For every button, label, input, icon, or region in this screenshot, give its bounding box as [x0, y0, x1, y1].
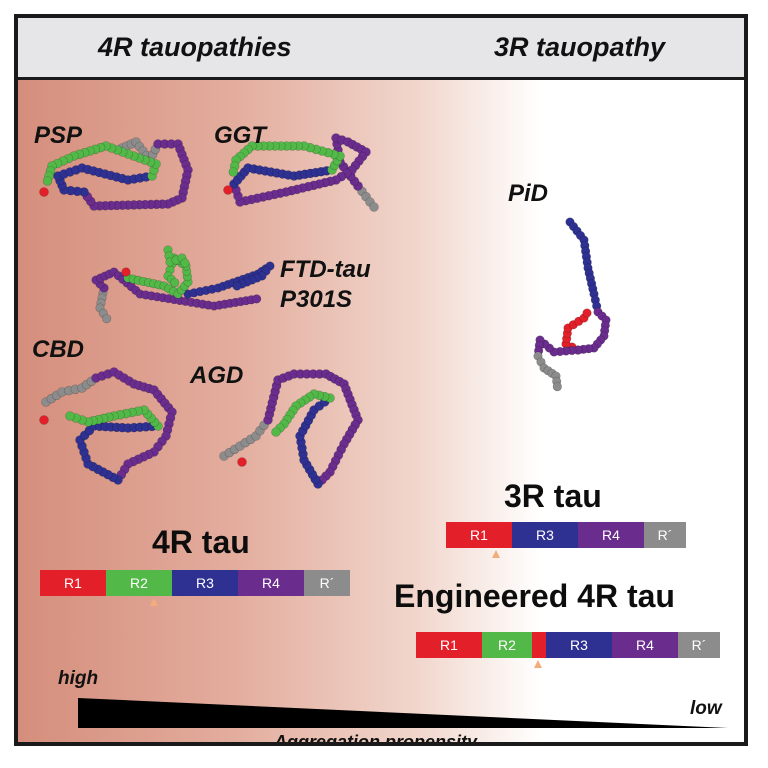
segment-r-prime: R´	[644, 522, 686, 548]
segment-r1: R1	[40, 570, 106, 596]
title-4r-tau: 4R tau	[152, 524, 250, 560]
label-low: low	[690, 698, 722, 719]
segment-r2: R2	[482, 632, 532, 658]
label-psp: PSP	[34, 122, 83, 149]
label-ggt: GGT	[214, 122, 266, 149]
figure-frame: 4R tauopathies 3R tauopathy PSP GGT FTD-…	[14, 14, 748, 746]
header-4r-tauopathies: 4R tauopathies	[98, 32, 292, 62]
segment-r1-insert	[532, 632, 546, 658]
label-p301s: P301S	[280, 286, 353, 313]
bar-engineered-4r-tau: R1 R2 R3 R4 R´	[416, 632, 720, 658]
title-3r-tau: 3R tau	[504, 478, 602, 514]
psp-fibril	[39, 137, 193, 211]
content-panel: PSP GGT FTD-tau P301S CBD AGD PiD 4R tau…	[18, 80, 744, 746]
marker-3r	[492, 550, 500, 558]
fibril-structures	[39, 133, 611, 489]
label-ftd-tau: FTD-tau	[280, 256, 371, 283]
segment-r1: R1	[416, 632, 482, 658]
segment-r2: R2	[106, 570, 172, 596]
segment-r-prime: R´	[678, 632, 720, 658]
segment-r3: R3	[172, 570, 238, 596]
segment-r4: R4	[238, 570, 304, 596]
title-engineered-4r-tau: Engineered 4R tau	[394, 578, 675, 614]
cbd-fibril	[39, 367, 177, 485]
ftd-tau-fibril	[91, 245, 275, 324]
segment-r4: R4	[612, 632, 678, 658]
label-pid: PiD	[508, 180, 549, 207]
label-cbd: CBD	[32, 336, 84, 363]
bar-4r-tau: R1 R2 R3 R4 R´	[40, 570, 350, 596]
segment-r3: R3	[546, 632, 612, 658]
label-aggregation-propensity: Aggregation propensity	[274, 732, 478, 746]
agd-fibril	[219, 369, 363, 489]
header-bar: 4R tauopathies 3R tauopathy	[18, 18, 744, 80]
bar-3r-tau: R1 R3 R4 R´	[446, 522, 686, 548]
segment-r3: R3	[512, 522, 578, 548]
label-agd: AGD	[190, 362, 244, 389]
aggregation-wedge	[78, 698, 728, 728]
label-high: high	[58, 668, 99, 689]
ggt-fibril	[223, 133, 379, 212]
marker-engineered	[534, 660, 542, 668]
segment-r4: R4	[578, 522, 644, 548]
segment-r1: R1	[446, 522, 512, 548]
header-3r-tauopathy: 3R tauopathy	[494, 32, 666, 62]
marker-4r	[150, 598, 158, 606]
segment-r-prime: R´	[304, 570, 350, 596]
pid-fibril	[533, 217, 611, 392]
